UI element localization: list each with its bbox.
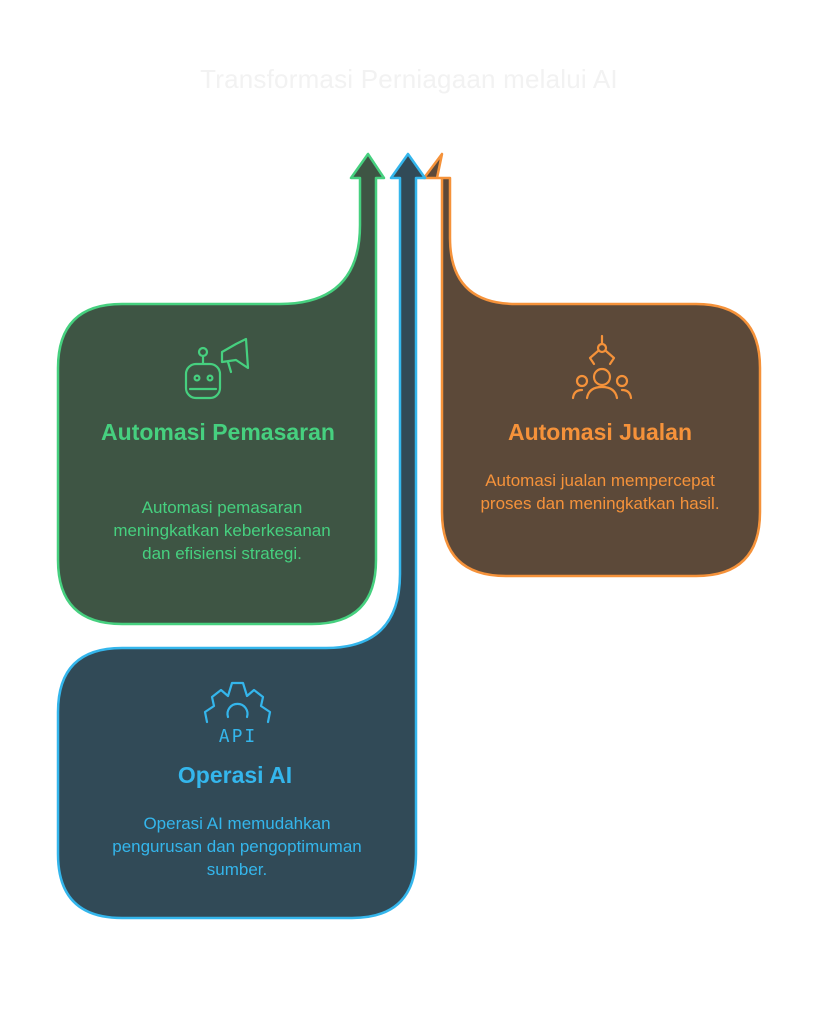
gear-api-icon: API — [203, 681, 272, 747]
sales-card-text: Automasi Jualan — [470, 417, 730, 448]
operations-card-shape — [56, 152, 427, 920]
robotic-hand-people-icon — [571, 334, 633, 400]
page-title: Transformasi Perniagaan melalui AI — [200, 64, 618, 94]
sales-card-title: Automasi Jualan — [507, 419, 693, 445]
operations-card-description: Operasi AI memudahkan pengurusan dan pen… — [112, 814, 362, 879]
operations-card-title: Operasi AI — [177, 762, 293, 788]
sales-card-description: Automasi jualan mempercepat proses dan m… — [480, 471, 720, 513]
sales-card-shape — [422, 152, 762, 578]
sales-card-description-box: Automasi jualan mempercepat proses dan m… — [480, 469, 720, 515]
marketing-card-text: Automasi Pemasaran — [100, 417, 336, 448]
operations-card-description-box: Operasi AI memudahkan pengurusan dan pen… — [112, 812, 362, 881]
operations-card-text: Operasi AI — [110, 760, 360, 791]
gear-api-label: API — [219, 726, 258, 747]
marketing-card-description: Automasi pemasaran meningkatkan keberkes… — [113, 498, 331, 563]
marketing-card-description-box: Automasi pemasaran meningkatkan keberkes… — [104, 496, 340, 565]
robot-megaphone-icon — [184, 337, 250, 400]
marketing-card-title: Automasi Pemasaran — [101, 419, 335, 445]
